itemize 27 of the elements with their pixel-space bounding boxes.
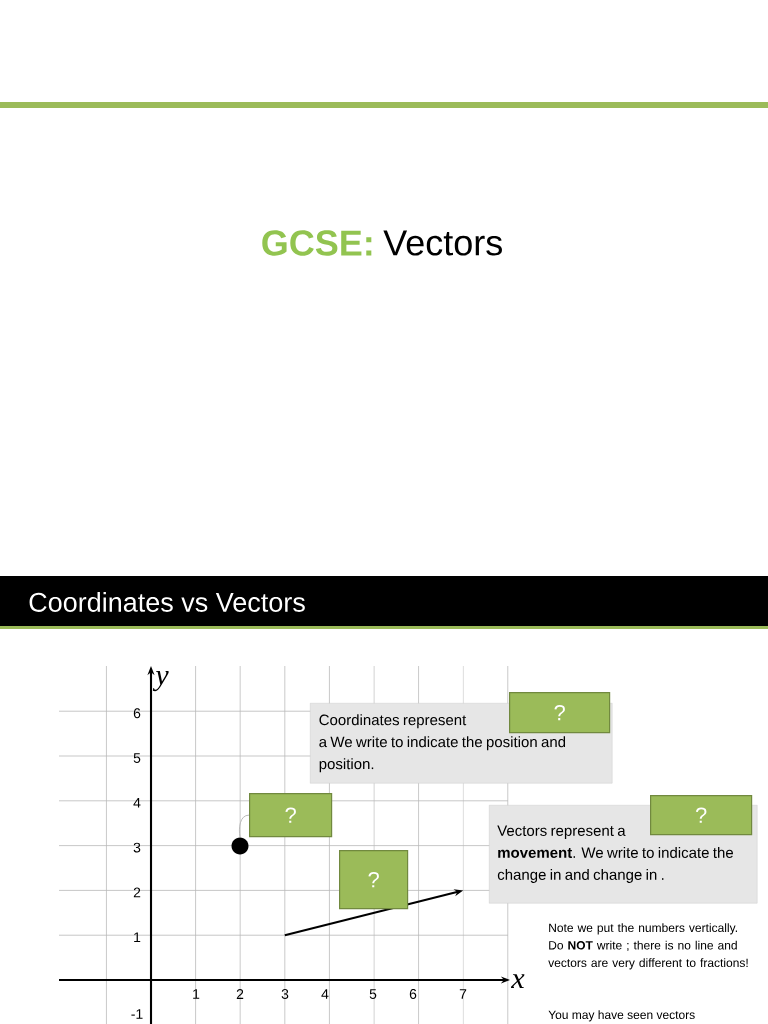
tick-label: 2 <box>133 887 141 898</box>
tick-label: 4 <box>133 798 141 808</box>
tick-label: 2 <box>236 989 244 999</box>
answer-box: ? <box>650 795 753 836</box>
tick-label: -1 <box>131 1009 143 1019</box>
tick-label: 6 <box>409 989 417 999</box>
tick-label: 3 <box>281 989 289 999</box>
point-marker <box>231 837 249 855</box>
title: Vectors <box>383 230 502 256</box>
answer-box: ? <box>339 850 409 910</box>
tick-label: 4 <box>321 989 329 999</box>
note-text: Note we put the numbers vertically. Do NOT write ; there is no line and vectors are very different to fractions! <box>548 923 748 970</box>
tick-label: 5 <box>133 753 141 763</box>
tick-label: 5 <box>369 989 377 999</box>
tick-label: 7 <box>459 989 467 999</box>
tick-label: 1 <box>193 989 200 999</box>
tick-label: 1 <box>134 932 141 943</box>
answer-box: ? <box>509 692 611 734</box>
axis-label: y <box>152 670 169 692</box>
note-text: You may have seen vectors <box>548 1010 695 1022</box>
leader-line <box>238 814 250 838</box>
answer-box: ? <box>249 793 333 838</box>
tick-label: 3 <box>133 842 141 853</box>
tick-label: 6 <box>133 708 141 719</box>
axis-label: x <box>511 974 525 988</box>
slide-heading: Coordinates vs Vectors <box>29 592 305 612</box>
title: GCSE: <box>262 230 372 256</box>
